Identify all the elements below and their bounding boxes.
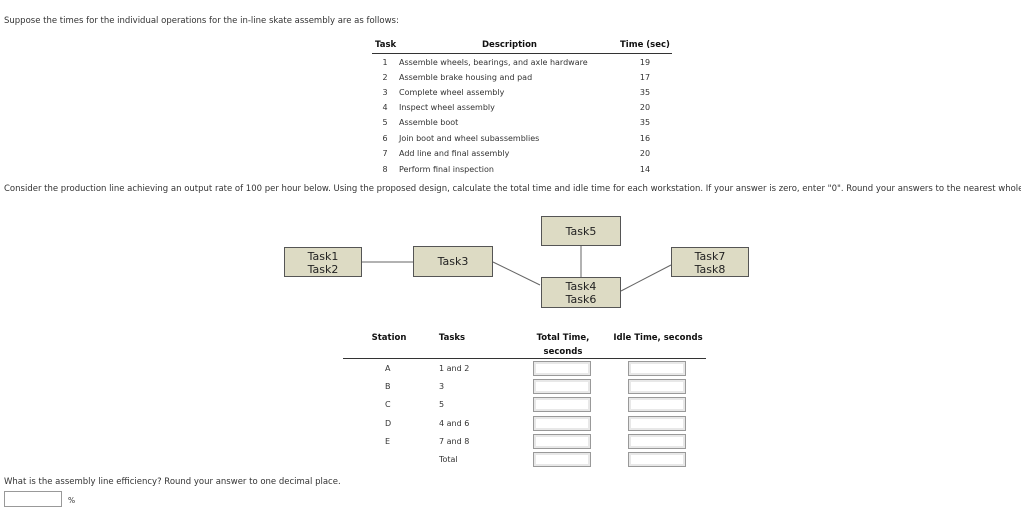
station-tasks: 4 and 6: [439, 419, 470, 428]
task-description: Assemble brake housing and pad: [399, 73, 533, 82]
station-tasks: 5: [439, 400, 445, 409]
station-label: A: [385, 364, 391, 373]
total-time-input[interactable]: [533, 361, 591, 376]
tasks-column-header: Tasks: [438, 333, 466, 343]
total-time-input[interactable]: [533, 397, 591, 412]
task-time: 19: [639, 58, 651, 67]
task-row: 5 Assemble boot 35: [380, 118, 680, 133]
task-number: 4: [382, 103, 388, 112]
idle-time-input[interactable]: [628, 361, 686, 376]
connector-line: [492, 261, 541, 286]
task-description: Add line and final assembly: [399, 149, 510, 158]
task-row: 7 Add line and final assembly 20: [380, 149, 680, 164]
efficiency-question: What is the assembly line efficiency? Ro…: [4, 477, 341, 487]
task-box-label: Task7: [694, 250, 726, 263]
task-row: 3 Complete wheel assembly 35: [380, 88, 680, 103]
task-box-label: Task6: [565, 293, 597, 306]
task-description: Complete wheel assembly: [399, 88, 505, 97]
total-label: Total: [439, 455, 458, 464]
total-time-input[interactable]: [533, 379, 591, 394]
task-time: 16: [639, 134, 651, 143]
station-label: C: [385, 400, 391, 409]
time-column-header: Time (sec): [620, 40, 670, 50]
task-box-label: Task4: [565, 280, 597, 293]
task-description: Assemble boot: [399, 118, 459, 127]
idle-time-input[interactable]: [628, 379, 686, 394]
task-column-header: Task: [375, 40, 397, 50]
task-time: 35: [639, 88, 651, 97]
task-number: 8: [382, 165, 388, 174]
description-column-header: Description: [482, 40, 537, 50]
header-rule: [372, 53, 672, 54]
task-number: 7: [382, 149, 388, 158]
idle-time-input[interactable]: [628, 416, 686, 431]
station-label: E: [385, 437, 391, 446]
task-box-label: Task8: [694, 263, 726, 276]
station-column-header: Station: [371, 333, 407, 343]
task-box-5: Task5: [541, 216, 621, 246]
task-time: 35: [639, 118, 651, 127]
total-time-header-line1: Total Time,: [536, 333, 590, 343]
task-number: 5: [382, 118, 388, 127]
percent-unit: %: [68, 496, 76, 505]
efficiency-input[interactable]: [4, 491, 62, 507]
station-label: D: [385, 419, 392, 428]
task-description: Perform final inspection: [399, 165, 494, 174]
task-description: Inspect wheel assembly: [399, 103, 495, 112]
task-row: 8 Perform final inspection 14: [380, 165, 680, 180]
total-time-sum-input[interactable]: [533, 452, 591, 467]
task-box-1-2: Task1 Task2: [284, 247, 362, 277]
total-time-input[interactable]: [533, 434, 591, 449]
task-number: 3: [382, 88, 388, 97]
station-tasks: 3: [439, 382, 445, 391]
task-description: Join boot and wheel subassemblies: [399, 134, 540, 143]
task-row: 1 Assemble wheels, bearings, and axle ha…: [380, 58, 680, 73]
task-time: 20: [639, 149, 651, 158]
task-number: 1: [382, 58, 388, 67]
idle-time-input[interactable]: [628, 434, 686, 449]
connector-line: [620, 264, 672, 292]
task-box-label: Task1: [307, 250, 339, 263]
idle-time-column-header: Idle Time, seconds: [613, 333, 703, 343]
total-time-header-line2: seconds: [543, 347, 583, 357]
task-box-label: Task5: [565, 225, 597, 238]
station-tasks: 1 and 2: [439, 364, 470, 373]
task-row: 4 Inspect wheel assembly 20: [380, 103, 680, 118]
idle-time-sum-input[interactable]: [628, 452, 686, 467]
task-row: 2 Assemble brake housing and pad 17: [380, 73, 680, 88]
task-time: 17: [639, 73, 651, 82]
idle-time-input[interactable]: [628, 397, 686, 412]
task-box-3: Task3: [413, 246, 493, 277]
task-number: 2: [382, 73, 388, 82]
station-label: B: [385, 382, 391, 391]
task-number: 6: [382, 134, 388, 143]
task-description: Assemble wheels, bearings, and axle hard…: [399, 58, 588, 67]
task-box-7-8: Task7 Task8: [671, 247, 749, 277]
task-box-label: Task3: [437, 255, 469, 268]
task-time: 20: [639, 103, 651, 112]
total-time-input[interactable]: [533, 416, 591, 431]
task-box-4-6: Task4 Task6: [541, 277, 621, 308]
station-header-rule: [343, 358, 706, 359]
station-tasks: 7 and 8: [439, 437, 470, 446]
task-box-label: Task2: [307, 263, 339, 276]
task-time: 14: [639, 165, 651, 174]
total-time-column-header: Total Time, seconds: [528, 333, 598, 357]
intro-text: Suppose the times for the individual ope…: [4, 16, 399, 26]
task-row: 6 Join boot and wheel subassemblies 16: [380, 134, 680, 149]
instructions-text: Consider the production line achieving a…: [4, 184, 1021, 194]
